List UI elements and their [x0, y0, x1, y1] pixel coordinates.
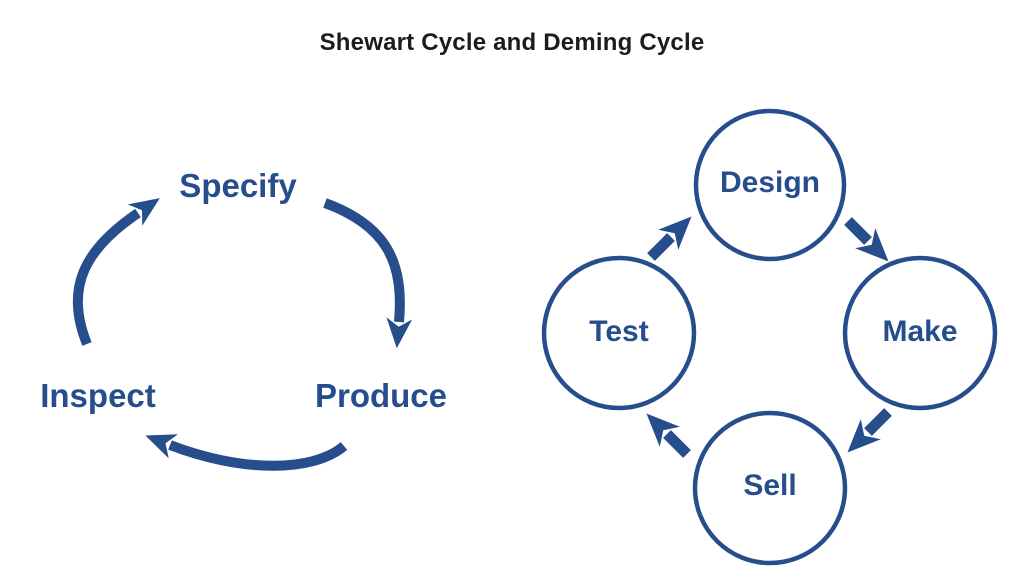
deming-cycle-diagram	[541, 108, 998, 566]
make-circle	[842, 255, 998, 411]
arrow-sell-to-test	[646, 413, 691, 458]
arrow-specify-to-produce	[323, 198, 413, 349]
deming-step-make: Make	[882, 315, 958, 348]
arrow-make-to-sell	[847, 408, 892, 453]
shewart-step-specify: Specify	[179, 167, 297, 204]
arrow-produce-to-inspect	[145, 434, 348, 471]
design-circle	[693, 108, 847, 262]
deming-step-test: Test	[589, 315, 649, 348]
arrow-design-to-make	[844, 217, 889, 262]
test-circle	[541, 255, 697, 411]
deming-step-sell: Sell	[743, 469, 797, 502]
page-title: Shewart Cycle and Deming Cycle	[319, 29, 705, 56]
shewart-cycle-diagram	[72, 198, 413, 471]
deming-step-design: Design	[719, 166, 821, 199]
shewart-step-produce: Produce	[314, 377, 448, 414]
shewart-step-inspect: Inspect	[40, 377, 156, 414]
sell-circle	[692, 410, 848, 566]
arrow-test-to-design	[647, 216, 692, 261]
arrow-inspect-to-specify	[72, 198, 160, 346]
